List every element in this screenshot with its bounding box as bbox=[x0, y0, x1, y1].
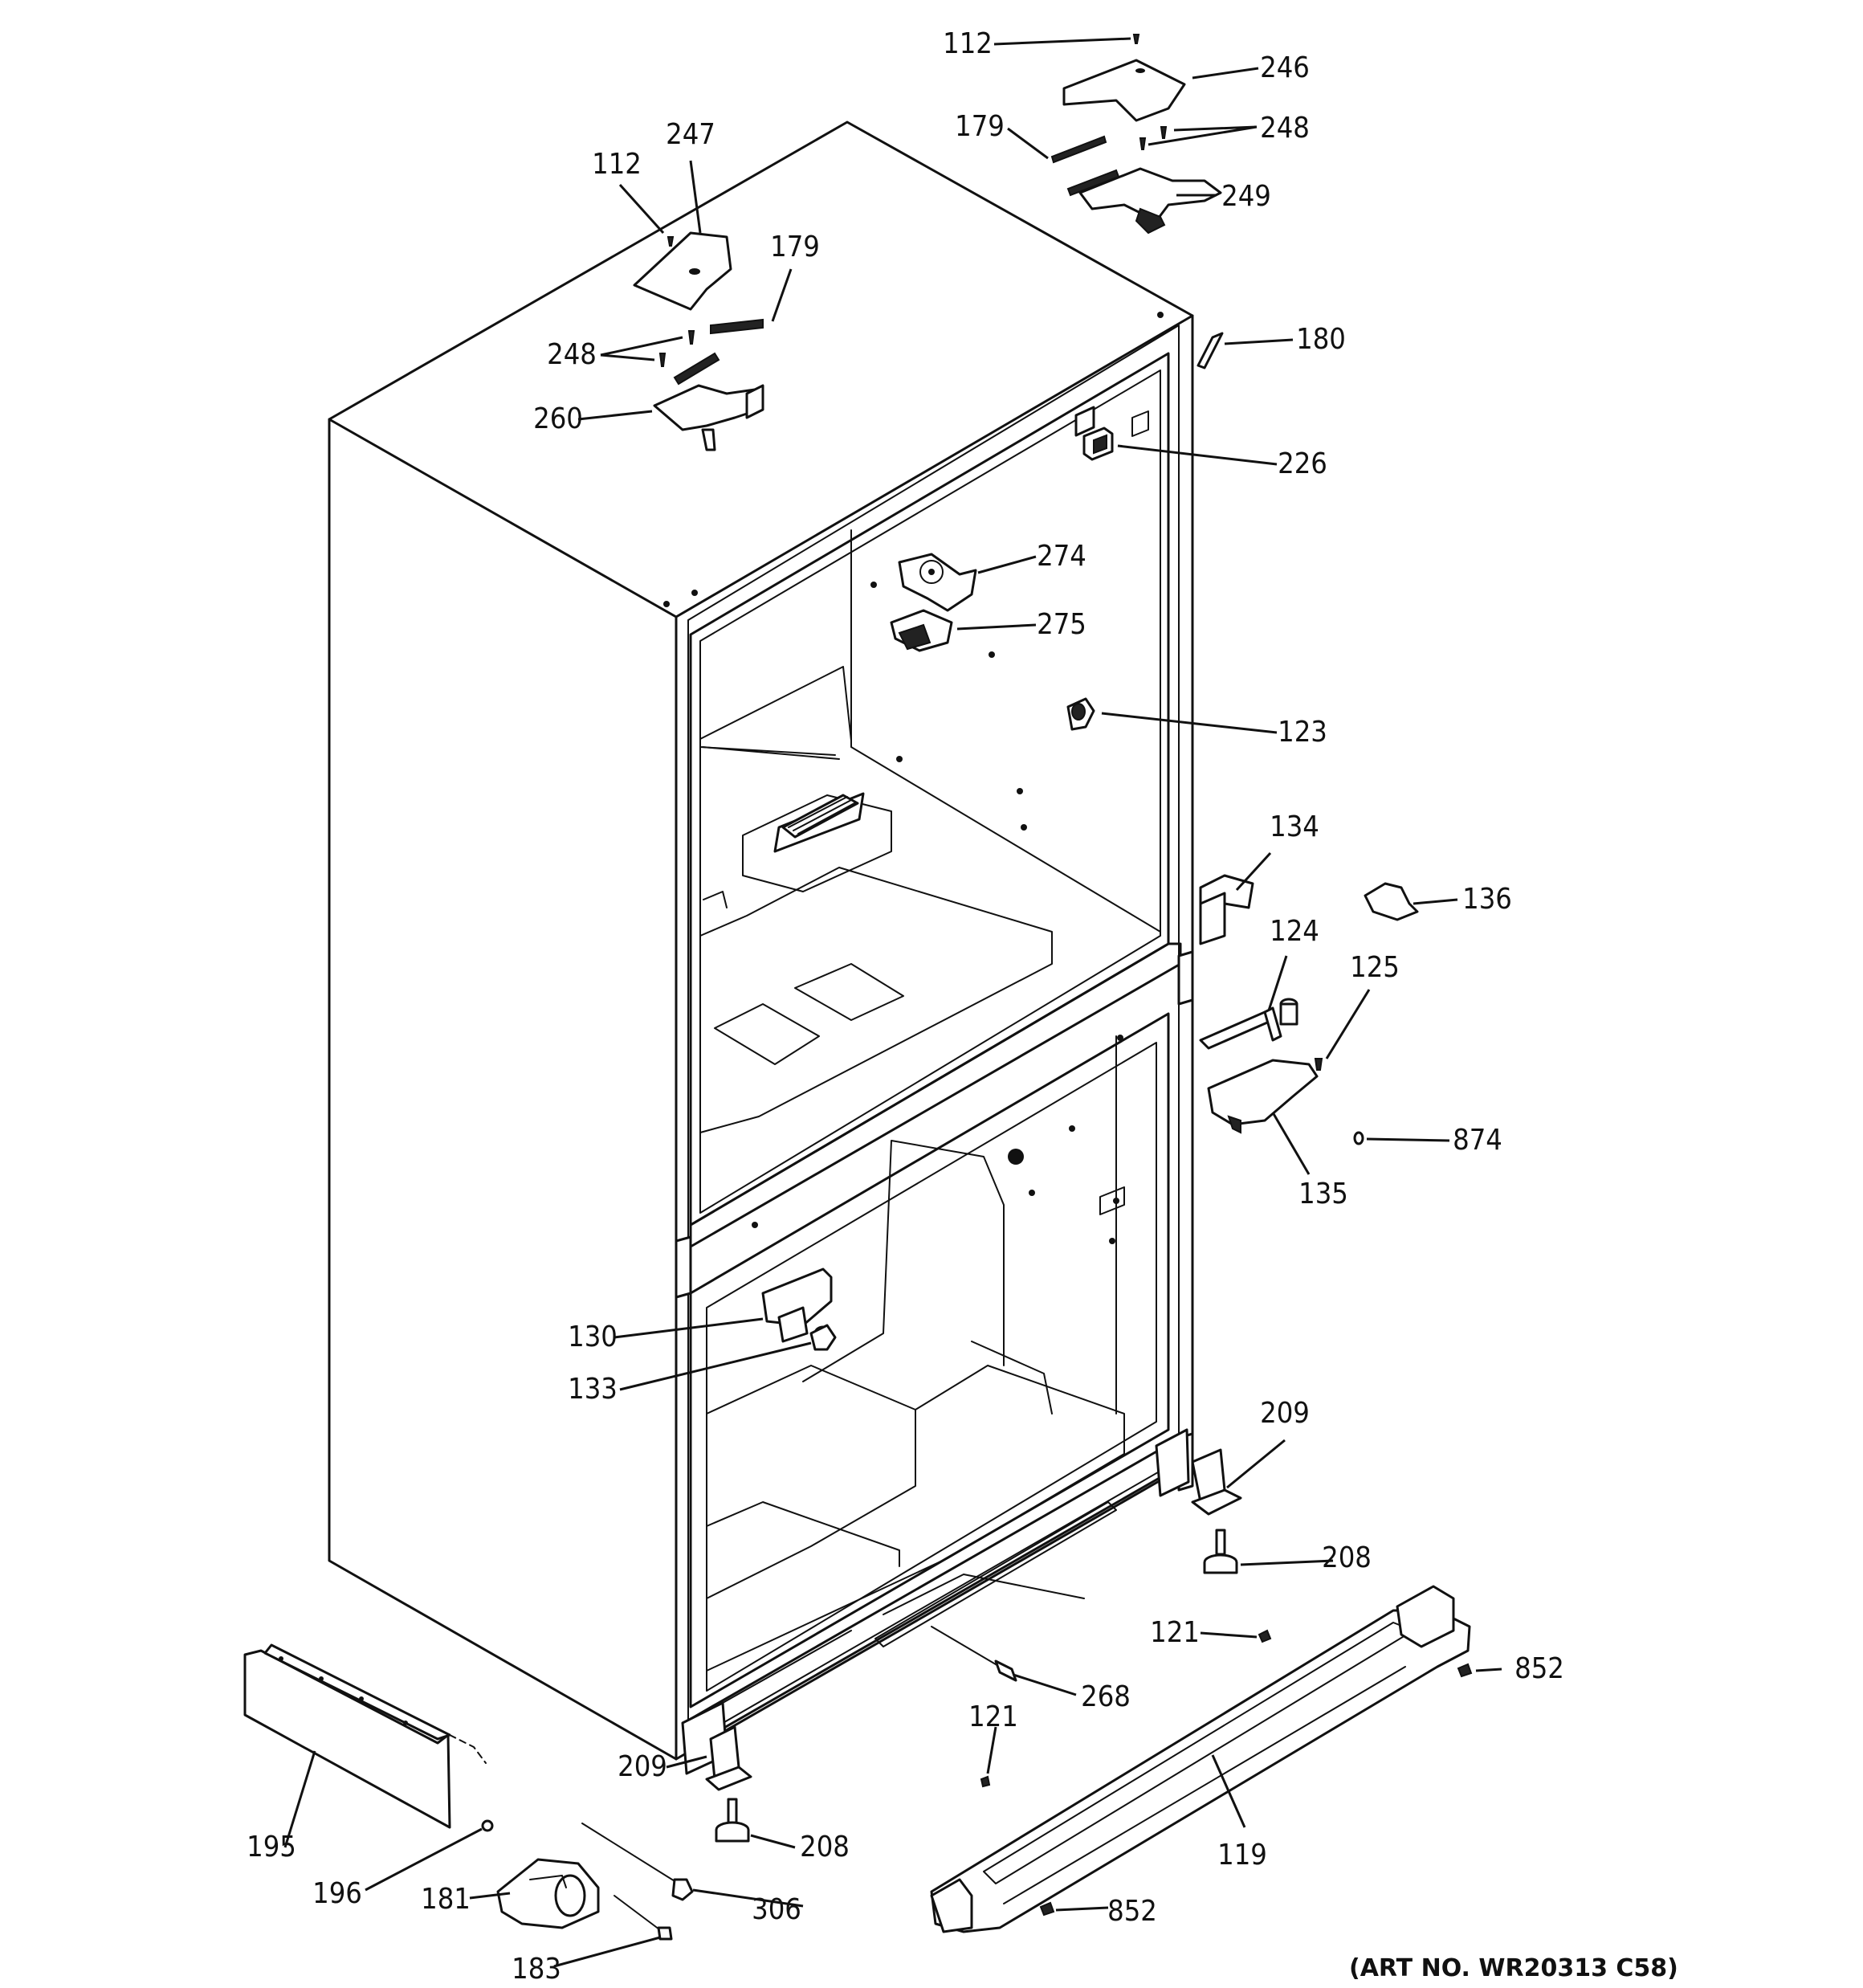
callout-248-top: 248 bbox=[1260, 112, 1310, 145]
callout-248-left: 248 bbox=[547, 338, 597, 371]
callout-125: 125 bbox=[1350, 951, 1400, 984]
refrigerator-cabinet bbox=[328, 120, 1194, 1775]
callout-123: 123 bbox=[1278, 716, 1327, 749]
callout-208-left: 208 bbox=[800, 1831, 850, 1863]
bumper-123 bbox=[1066, 697, 1095, 731]
callout-260: 260 bbox=[533, 402, 583, 435]
callout-247: 247 bbox=[666, 118, 715, 151]
callout-180: 180 bbox=[1296, 323, 1346, 356]
kickplate-195 bbox=[243, 1643, 487, 1829]
art-number: (ART NO. WR20313 C58) bbox=[1349, 1954, 1678, 1982]
leg-bracket-right bbox=[1191, 1448, 1242, 1516]
base-grille-119 bbox=[930, 1585, 1471, 1933]
callout-181: 181 bbox=[421, 1883, 471, 1916]
callout-306: 306 bbox=[752, 1893, 801, 1926]
callout-136: 136 bbox=[1462, 883, 1512, 916]
leg-bracket-left bbox=[705, 1725, 752, 1791]
callout-852-bottom: 852 bbox=[1107, 1895, 1157, 1928]
callout-249: 249 bbox=[1221, 180, 1271, 213]
hinge-pin-bracket-124 bbox=[1199, 998, 1298, 1050]
vent-grille bbox=[781, 794, 859, 839]
callout-130: 130 bbox=[568, 1321, 618, 1353]
hinge-cover-right bbox=[1062, 59, 1186, 122]
clip-180 bbox=[1196, 332, 1224, 369]
callout-179-top: 179 bbox=[955, 110, 1005, 143]
callout-112-top: 112 bbox=[943, 27, 993, 60]
callout-208-right: 208 bbox=[1322, 1541, 1372, 1574]
callout-119: 119 bbox=[1217, 1839, 1267, 1872]
callout-135: 135 bbox=[1298, 1178, 1348, 1210]
callout-196: 196 bbox=[312, 1877, 362, 1910]
callout-121-right: 121 bbox=[1150, 1616, 1200, 1649]
callout-179-left: 179 bbox=[770, 231, 820, 263]
hinge-assembly-right bbox=[1050, 135, 1222, 235]
hinge-assembly-left bbox=[653, 318, 764, 451]
leveling-leg-right bbox=[1203, 1529, 1238, 1574]
damper-control bbox=[898, 553, 977, 612]
clip-136 bbox=[1364, 882, 1419, 921]
callout-209-left: 209 bbox=[618, 1750, 667, 1783]
leveling-leg-left bbox=[715, 1798, 750, 1843]
callout-112-left: 112 bbox=[592, 148, 642, 181]
callout-124: 124 bbox=[1270, 915, 1319, 948]
callout-121-left: 121 bbox=[968, 1700, 1018, 1733]
callout-852-right: 852 bbox=[1514, 1652, 1564, 1685]
light-switch bbox=[1082, 427, 1114, 461]
hinge-bracket-134 bbox=[1199, 874, 1254, 945]
callout-874: 874 bbox=[1453, 1124, 1502, 1157]
callout-246: 246 bbox=[1260, 51, 1310, 84]
callout-133: 133 bbox=[568, 1373, 618, 1406]
hinge-135 bbox=[1207, 1059, 1319, 1134]
callout-134: 134 bbox=[1270, 810, 1319, 843]
damper-cover bbox=[890, 609, 953, 652]
callout-209-right: 209 bbox=[1260, 1397, 1310, 1430]
callout-268: 268 bbox=[1081, 1680, 1131, 1713]
roller-bolt bbox=[581, 1823, 679, 1884]
rod-268 bbox=[931, 1626, 1001, 1668]
callout-226: 226 bbox=[1278, 447, 1327, 480]
roller-181 bbox=[496, 1858, 600, 1929]
hinge-cover-left bbox=[633, 231, 732, 311]
callout-274: 274 bbox=[1037, 540, 1086, 573]
callout-275: 275 bbox=[1037, 608, 1086, 641]
callout-195: 195 bbox=[247, 1831, 296, 1863]
callout-183: 183 bbox=[512, 1953, 561, 1986]
leader-lines bbox=[283, 37, 1502, 1968]
